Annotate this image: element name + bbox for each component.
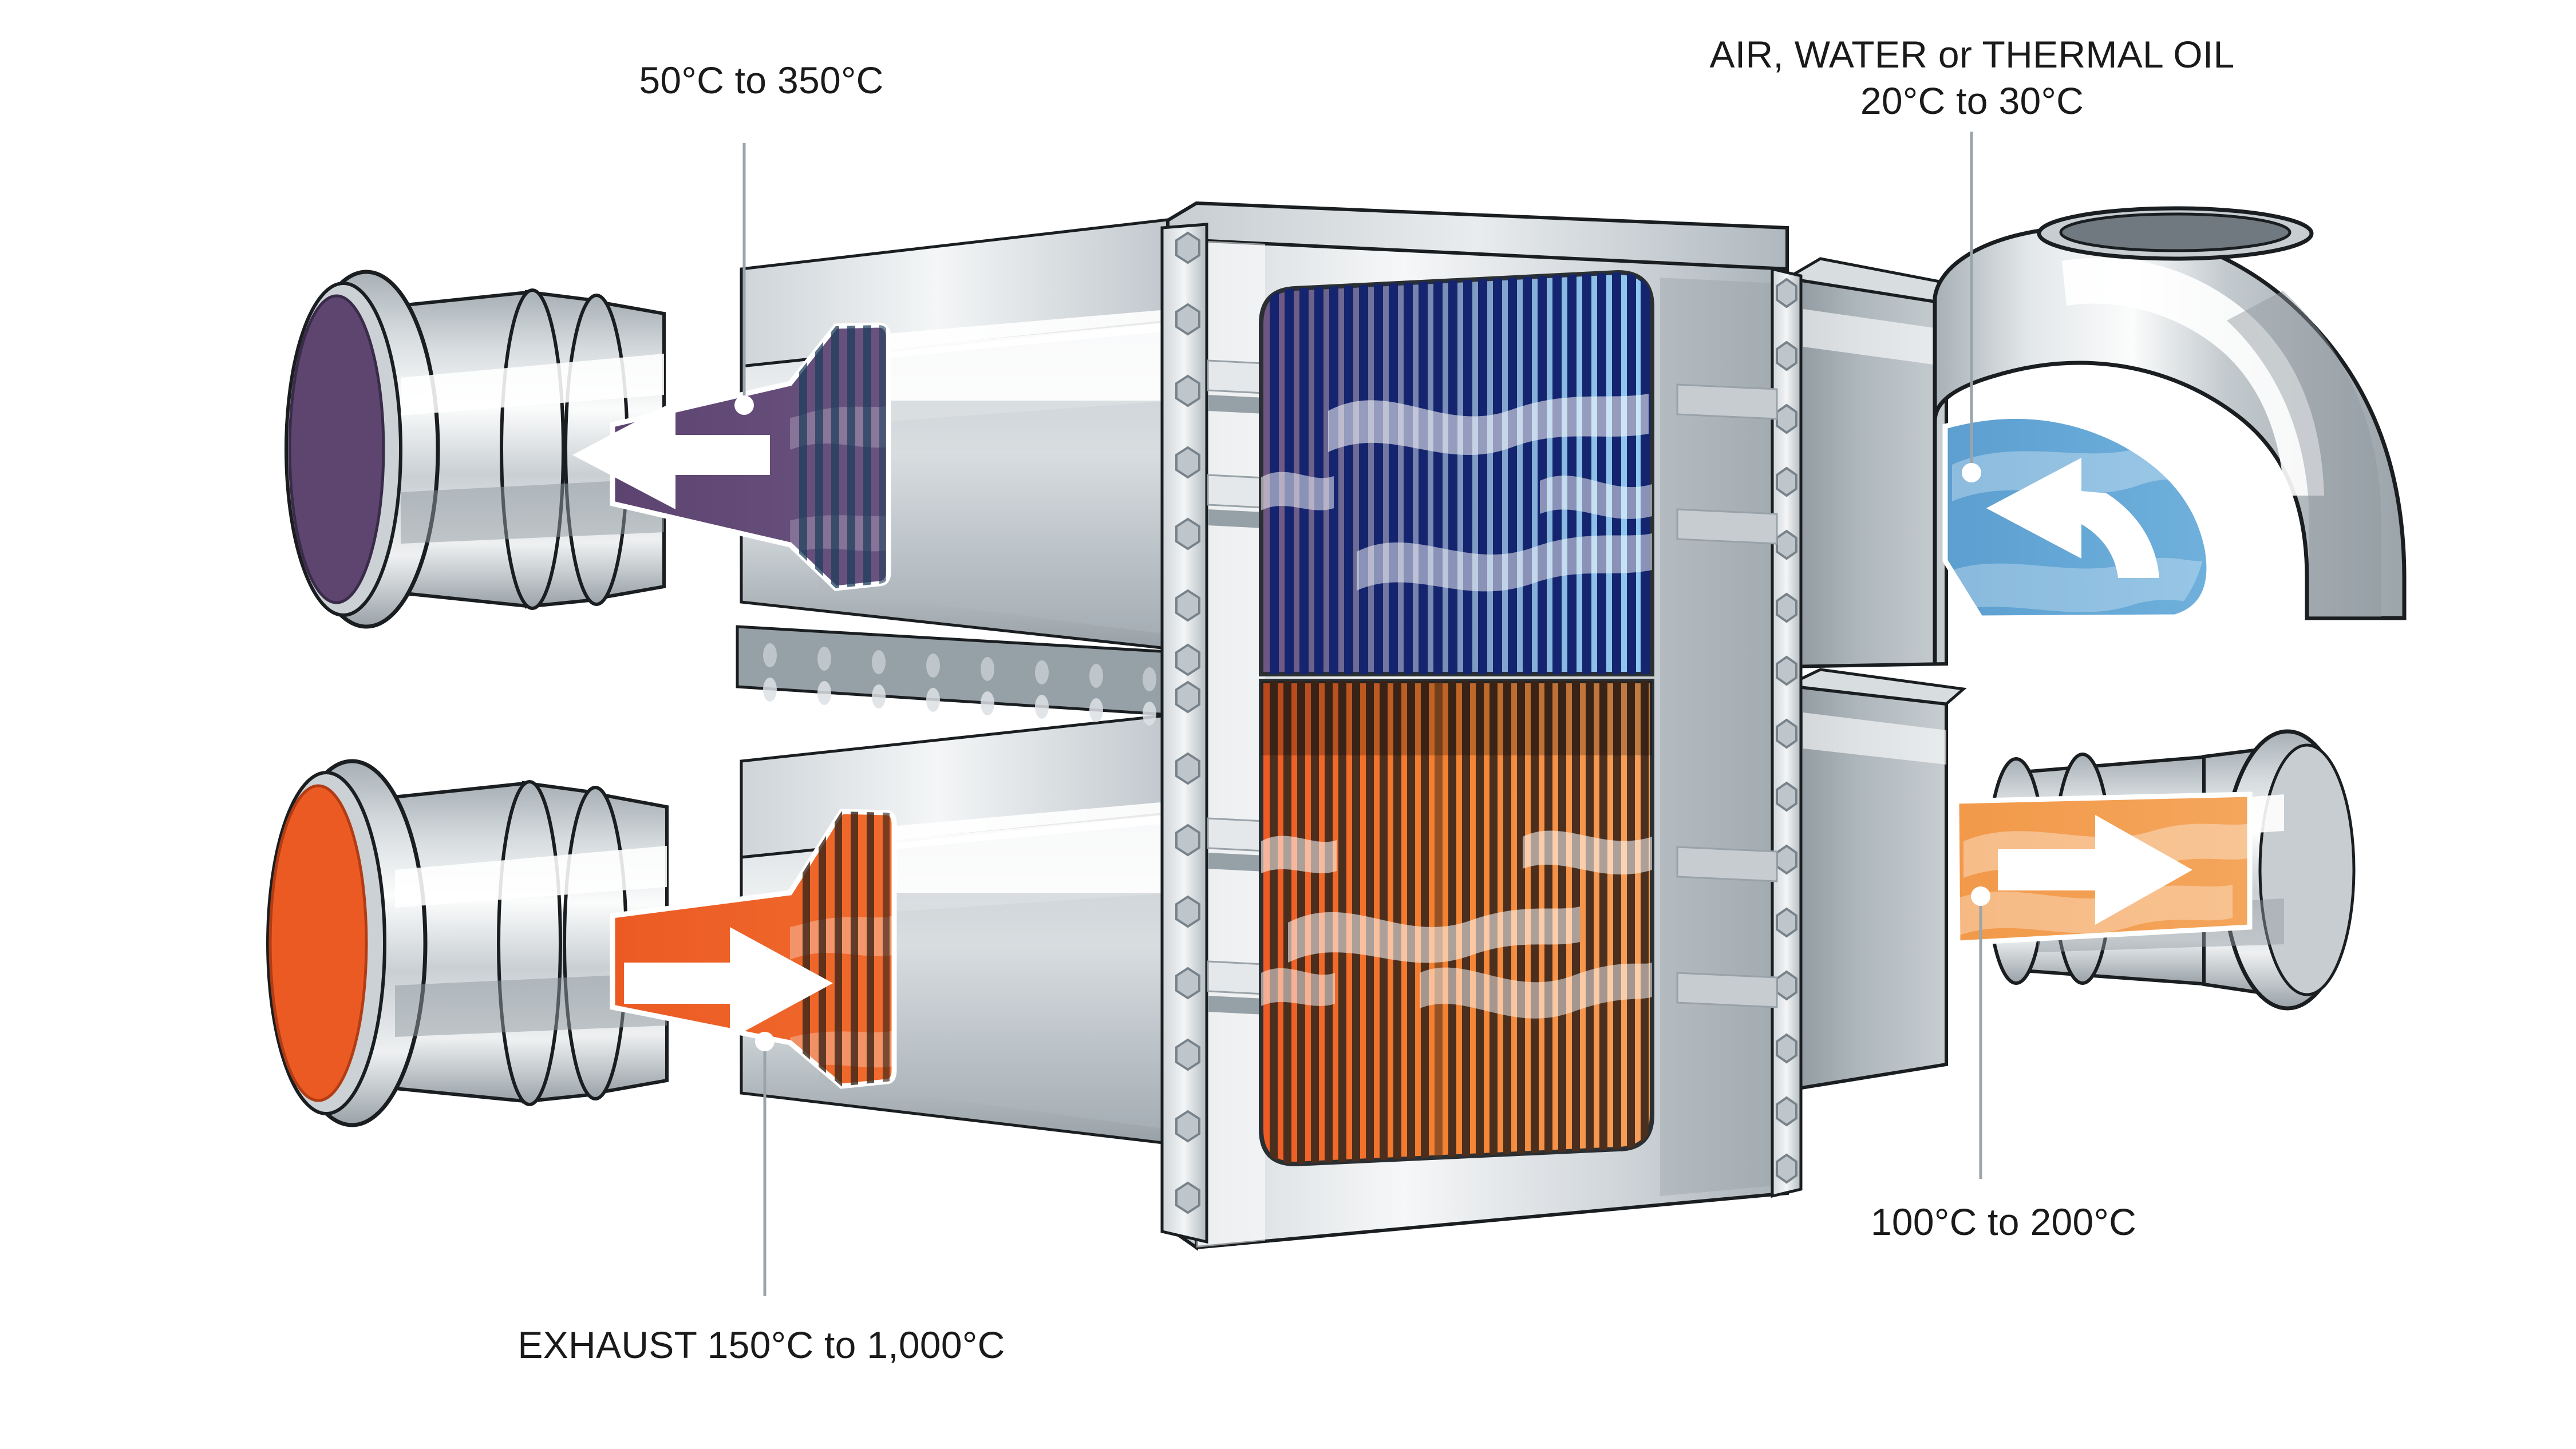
upper-duct-highlight bbox=[841, 309, 1174, 362]
lower-left-duct-assembly bbox=[266, 712, 1179, 1146]
hot-gas-outlet-temp: 50°C to 350°C bbox=[639, 59, 884, 101]
lower-duct-highlight bbox=[839, 801, 1174, 854]
elbow-highlight bbox=[2062, 258, 2324, 496]
leader-dot-exhaust-in bbox=[755, 1032, 775, 1051]
core-lower-wave-5 bbox=[1420, 963, 1652, 1019]
exhaust-inlet-label: EXHAUST 150°C to 1,000°C bbox=[517, 1322, 1005, 1368]
divider-rivets bbox=[763, 643, 1156, 726]
core-upper-wave-4 bbox=[1357, 533, 1652, 592]
leader-dot-coolant-in bbox=[1962, 463, 1981, 482]
blue-flow-wave-1 bbox=[1952, 443, 2207, 501]
upper-flange-bore bbox=[288, 294, 385, 604]
core-upper-tube-bundle bbox=[1259, 270, 1654, 676]
upper-left-duct-assembly bbox=[285, 217, 1179, 651]
core-upper-wave-1 bbox=[1328, 394, 1649, 455]
purple-tube-slats bbox=[799, 325, 886, 588]
coolant-inlet-elbow-assembly bbox=[1933, 206, 2407, 664]
upper-pipe-highlight bbox=[401, 354, 664, 415]
purple-flow-wave-2 bbox=[790, 499, 888, 559]
orange-flow-wave-2 bbox=[790, 1015, 894, 1075]
arrow-left-icon bbox=[572, 401, 770, 509]
orange-tube-slats bbox=[803, 811, 890, 1086]
outlet-end-bore bbox=[2258, 743, 2356, 996]
core-lower-wave-2 bbox=[1523, 830, 1652, 875]
left-flange-bolts bbox=[1175, 231, 1200, 1214]
leader-lines bbox=[734, 132, 1990, 1296]
shell-panel-shade-right bbox=[1660, 278, 1787, 1196]
lower-pipe-collar-1 bbox=[497, 780, 562, 1106]
core-lower-wave-3 bbox=[1288, 906, 1580, 963]
exhaust-inlet-temp: EXHAUST 150°C to 1,000°C bbox=[517, 1324, 1005, 1366]
hot-gas-outlet-label: 50°C to 350°C bbox=[639, 57, 883, 104]
coolant-inlet-media: AIR, WATER or THERMAL OIL bbox=[1709, 33, 2235, 76]
elbow-top-bore bbox=[2059, 212, 2291, 252]
core-upper-wave-3 bbox=[1540, 476, 1652, 519]
arrow-right-icon-outlet bbox=[1998, 815, 2192, 925]
lower-pipe-highlight bbox=[395, 846, 667, 908]
coolant-inlet-label: AIR, WATER or THERMAL OIL 20°C to 30°C bbox=[1710, 31, 2235, 124]
lower-flange-bore bbox=[268, 784, 368, 1102]
main-shell-body bbox=[1160, 201, 1967, 1251]
orange-r-wave-2 bbox=[1957, 885, 2233, 936]
arrow-curved-left-head bbox=[1986, 458, 2081, 559]
right-flange-bolts bbox=[1776, 278, 1797, 1184]
lower-pipe-shade bbox=[395, 973, 667, 1037]
coolant-outlet-pipe-assembly bbox=[1954, 729, 2356, 1011]
core-lower-wave-1 bbox=[1261, 836, 1337, 873]
upper-pipe-shade bbox=[401, 478, 664, 544]
right-shell-brackets bbox=[1676, 383, 1778, 1008]
lower-duct-inner-shade2 bbox=[819, 893, 1175, 1130]
core-upper-wave-2 bbox=[1261, 472, 1334, 510]
leader-dot-hot-out bbox=[734, 395, 754, 415]
coolant-outlet-temp: 100°C to 200°C bbox=[1870, 1201, 2137, 1243]
upper-pipe-collar-1 bbox=[500, 288, 565, 610]
leader-dot-coolant-out bbox=[1971, 886, 1990, 906]
orange-flow-wave-1 bbox=[790, 904, 894, 965]
right-upper-cowl-hi bbox=[1803, 309, 1946, 366]
upper-duct-inner-shade2 bbox=[819, 401, 1175, 635]
core-lower-tube-bundle bbox=[1259, 679, 1654, 1167]
right-lower-cowl-hi bbox=[1803, 712, 1946, 765]
coolant-inlet-temp: 20°C to 30°C bbox=[1860, 79, 2084, 122]
elbow-shade bbox=[2227, 291, 2381, 617]
core-lower-wave-4 bbox=[1261, 968, 1335, 1006]
right-lower-cowl-top bbox=[1782, 668, 1967, 706]
coolant-outlet-label: 100°C to 200°C bbox=[1871, 1199, 2136, 1245]
arrow-right-icon bbox=[624, 927, 833, 1039]
